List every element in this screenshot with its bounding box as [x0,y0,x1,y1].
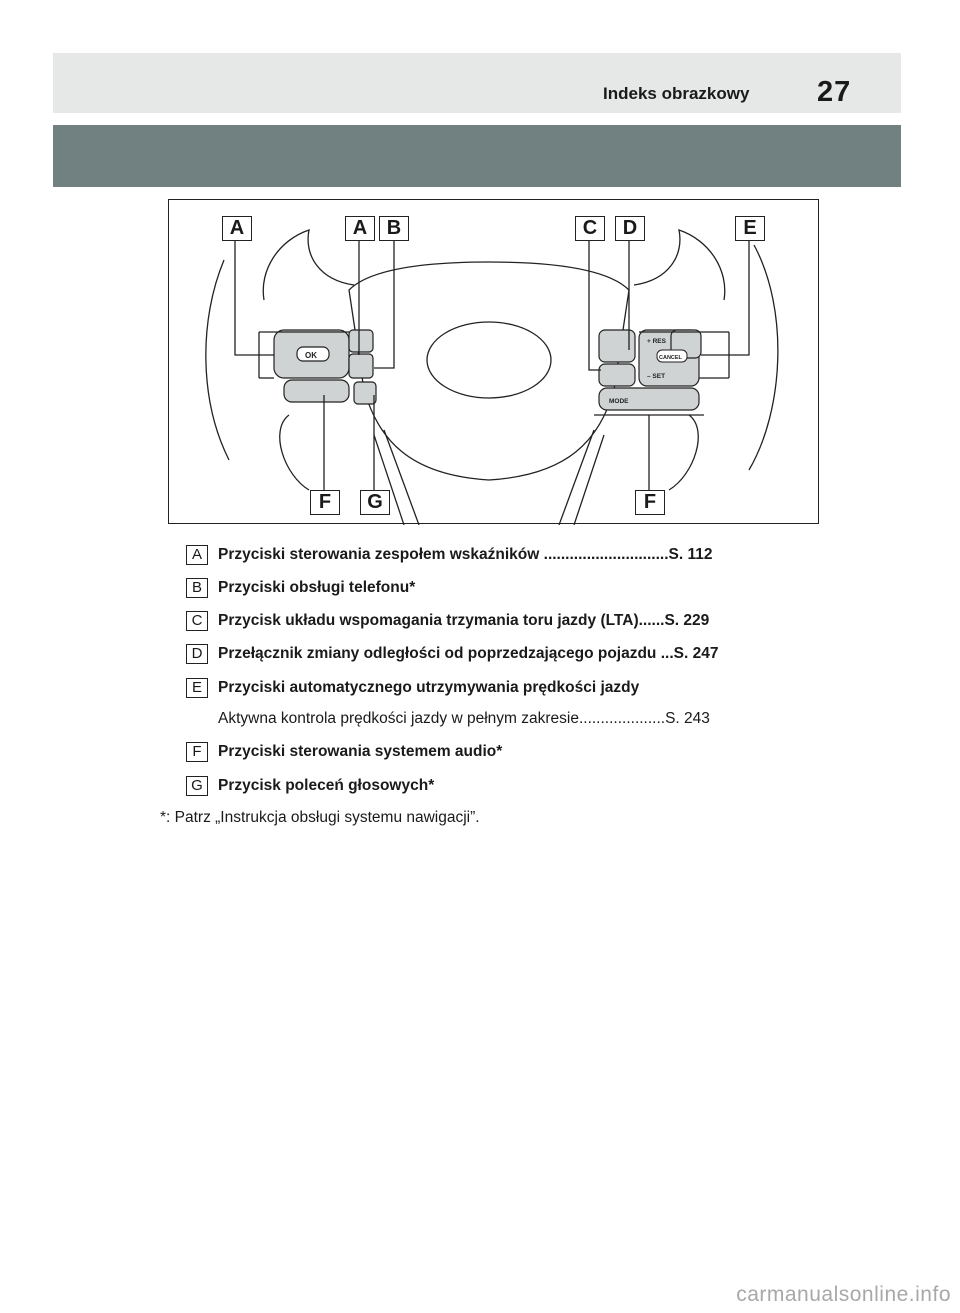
legend-item-a: A Przyciski sterowania zespołem wskaźnik… [186,543,712,567]
legend-item-e: E Przyciski automatycznego utrzymywania … [186,676,639,700]
legend-item-d: D Przełącznik zmiany odległości od poprz… [186,642,718,666]
callout-c: C [575,216,605,241]
page-number: 27 [817,76,852,108]
callout-d: D [615,216,645,241]
legend-text: Przełącznik zmiany odległości od poprzed… [218,645,719,662]
legend-badge: A [186,545,208,565]
callout-a-right: A [345,216,375,241]
legend-text: Przyciski sterowania zespołem wskaźników… [218,546,713,563]
section-title: Indeks obrazkowy [603,84,750,103]
legend-sub-item: Aktywna kontrola prędkości jazdy w pełny… [218,710,710,727]
steering-wheel-figure: OK + RES – SET CANCEL MODE [168,199,819,525]
cancel-button-label: CANCEL [659,355,683,361]
legend-text: Przyciski automatycznego utrzymywania pr… [218,679,640,696]
legend-item-c: C Przycisk układu wspomagania trzymania … [186,609,709,633]
callout-f-right: F [635,490,665,515]
legend-badge: E [186,678,208,698]
legend-badge: F [186,742,208,762]
legend-text: Przycisk poleceń głosowych* [218,777,435,794]
legend-text: Przycisk układu wspomagania trzymania to… [218,612,710,629]
legend-item-g: G Przycisk poleceń głosowych* [186,774,434,798]
callout-b: B [379,216,409,241]
header-bar [53,53,901,113]
callout-f-left: F [310,490,340,515]
ok-button-label: OK [305,351,317,360]
footnote: *: Patrz „Instrukcja obsługi systemu naw… [160,809,480,826]
set-button-label: – SET [647,373,665,380]
mode-button-label: MODE [609,398,629,405]
legend-badge: B [186,578,208,598]
legend-text: Przyciski sterowania systemem audio* [218,743,503,760]
res-button-label: + RES [647,338,667,345]
watermark: carmanualsonline.info [736,1283,951,1306]
steering-wheel-illustration: OK + RES – SET CANCEL MODE [205,229,779,525]
callout-a-left: A [222,216,252,241]
callout-g: G [360,490,390,515]
section-bar [53,125,901,187]
legend-badge: D [186,644,208,664]
legend-badge: C [186,611,208,631]
legend-text: Przyciski obsługi telefonu* [218,579,416,596]
legend-badge: G [186,776,208,796]
legend-item-b: B Przyciski obsługi telefonu* [186,576,415,600]
legend-item-f: F Przyciski sterowania systemem audio* [186,740,502,764]
callout-e: E [735,216,765,241]
